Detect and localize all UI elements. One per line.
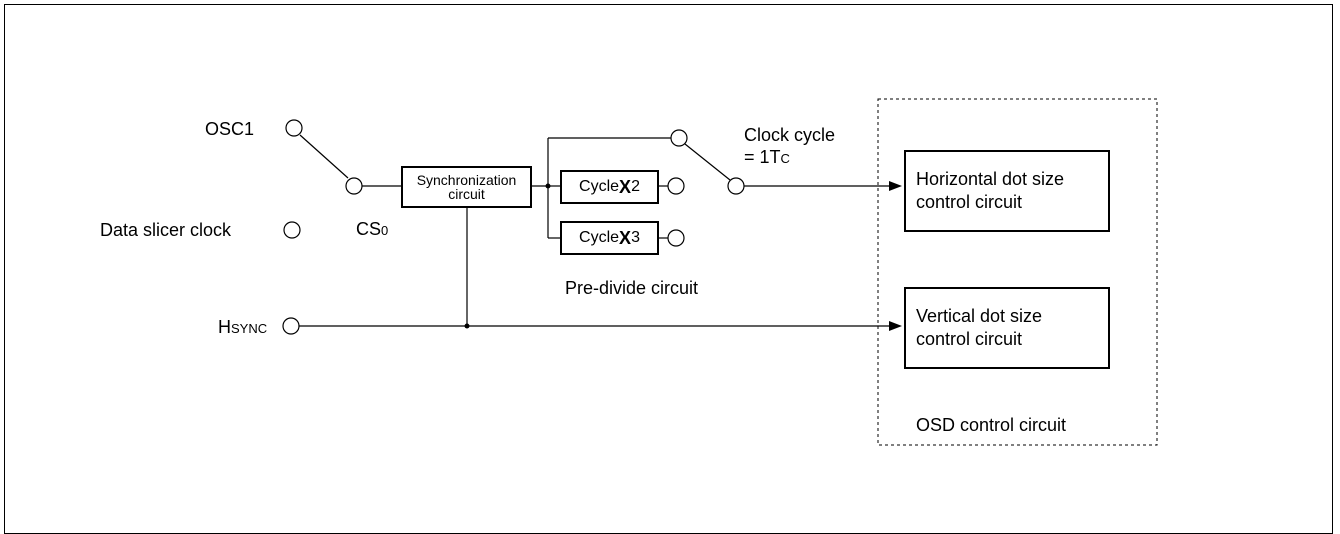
direct-terminal [670,129,688,147]
switch-arm-output [684,143,731,181]
junction-hsync [464,323,470,329]
osc1-terminal [285,119,303,137]
clock-cycle-line2: = 1TC [744,148,790,166]
clock-cycle-sub: C [780,151,790,166]
cs0-terminal [345,177,363,195]
cycle-x2-mark: X [619,176,632,197]
cs0-label: CS0 [356,220,388,238]
data-slicer-terminal [283,221,301,239]
hsync-sub-text: SYNC [231,321,268,336]
hsync-main-text: H [218,317,231,337]
clock-cycle-main: = 1T [744,147,781,167]
hsync-terminal [282,317,300,335]
osd-boundary [877,98,1158,446]
vertical-line2: control circuit [916,329,1023,349]
osd-control-caption: OSD control circuit [916,415,1067,435]
synchronization-circuit-block: Synchronization circuit [401,166,532,208]
vertical-dot-size-block: Vertical dot size control circuit [904,287,1110,369]
cs-main-text: CS [356,219,382,239]
horizontal-line1: Horizontal dot size [916,168,1065,189]
vertical-line1: Vertical dot size [916,305,1043,326]
switch-arm-cs0 [299,134,349,179]
hsync-label: HSYNC [218,318,267,336]
cs-sub-text: 0 [381,223,389,238]
pre-divide-caption: Pre-divide circuit [565,278,699,298]
output-terminal [727,177,745,195]
arrowhead-horizontal [889,181,902,191]
x3-terminal [667,229,685,247]
cycle-x3-suffix: 3 [631,229,640,246]
data-slicer-clock-label: Data slicer clock [100,220,232,240]
arrowhead-vertical [889,321,902,331]
clock-cycle-line1: Clock cycle [744,125,836,145]
cycle-x3-mark: X [619,227,632,248]
horizontal-line2: control circuit [916,192,1023,212]
cycle-x2-suffix: 2 [631,178,640,195]
horizontal-dot-size-block: Horizontal dot size control circuit [904,150,1110,232]
cycle-x3-prefix: Cycle [579,229,620,246]
sync-line1: Synchronization [416,172,517,188]
osc1-label: OSC1 [205,119,255,139]
cycle-x2-prefix: Cycle [579,178,620,195]
sync-line2: circuit [448,186,485,202]
x2-terminal [667,177,685,195]
